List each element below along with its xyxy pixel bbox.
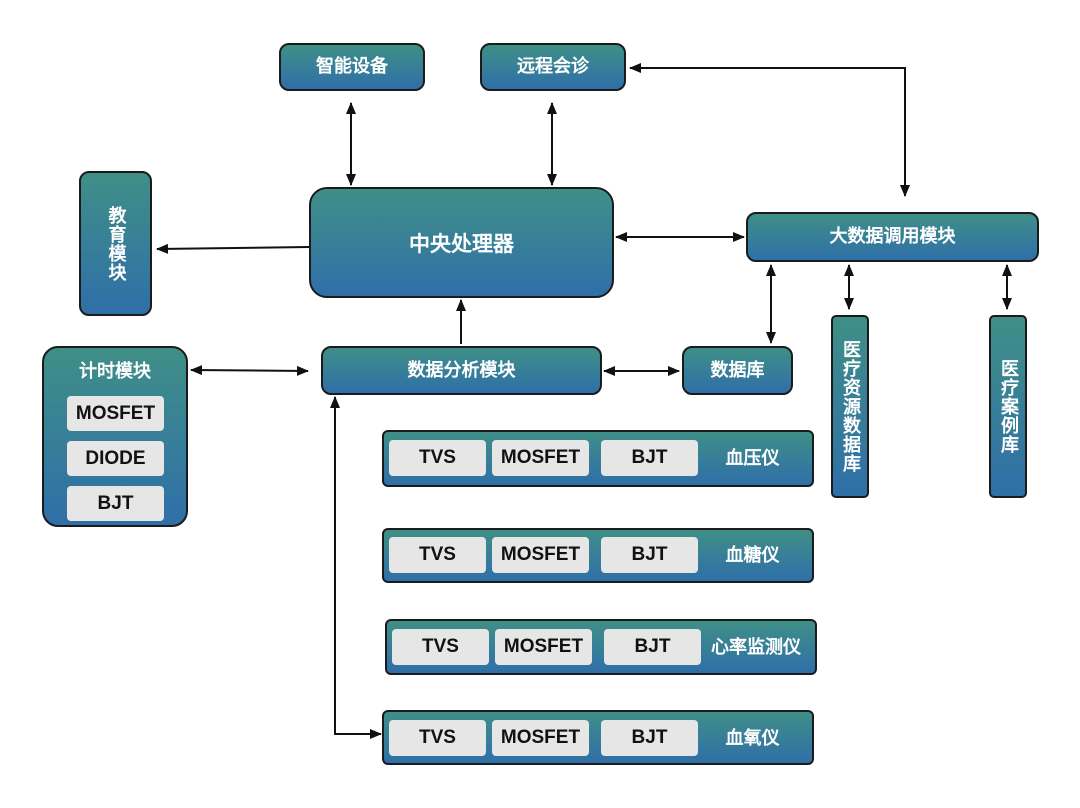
remote-consult-node: 远程会诊 xyxy=(480,43,626,91)
arrow-remote-bigdata xyxy=(629,63,910,197)
analysis-node: 数据分析模块 xyxy=(321,346,602,395)
device-label: 血压仪 xyxy=(725,448,780,469)
device-label: 心率监测仪 xyxy=(711,636,801,658)
timer-label: 计时模块 xyxy=(79,360,151,382)
database-node: 数据库 xyxy=(682,346,793,395)
device-chip-bjt: BJT xyxy=(601,537,698,573)
device-chip-mosfet: MOSFET xyxy=(492,720,589,756)
device-chip-tvs: TVS xyxy=(392,629,489,665)
smart-device-node: 智能设备 xyxy=(279,43,425,91)
bigdata-node: 大数据调用模块 xyxy=(746,212,1039,262)
timer-chip-mosfet: MOSFET xyxy=(67,396,164,431)
timer-chip-diode: DIODE xyxy=(67,441,164,476)
med-case-db-node: 医疗案例库 xyxy=(989,315,1027,498)
device-chip-mosfet: MOSFET xyxy=(495,629,592,665)
med-resource-db-node: 医疗资源数据库 xyxy=(831,315,869,498)
arrow-cpu-education xyxy=(156,243,310,254)
arrow-analysis-oximeter xyxy=(330,396,382,739)
education-node: 教育模块 xyxy=(79,171,152,316)
device-chip-mosfet: MOSFET xyxy=(492,537,589,573)
timer-chip-bjt: BJT xyxy=(67,486,164,521)
device-chip-tvs: TVS xyxy=(389,720,486,756)
arrow-timer-analysis xyxy=(190,365,309,376)
device-chip-tvs: TVS xyxy=(389,440,486,476)
device-label: 血糖仪 xyxy=(725,545,780,566)
device-chip-tvs: TVS xyxy=(389,537,486,573)
cpu-node: 中央处理器 xyxy=(309,187,614,298)
device-chip-mosfet: MOSFET xyxy=(492,440,589,476)
device-chip-bjt: BJT xyxy=(601,720,698,756)
device-label: 血氧仪 xyxy=(725,728,780,749)
device-chip-bjt: BJT xyxy=(604,629,701,665)
device-chip-bjt: BJT xyxy=(601,440,698,476)
